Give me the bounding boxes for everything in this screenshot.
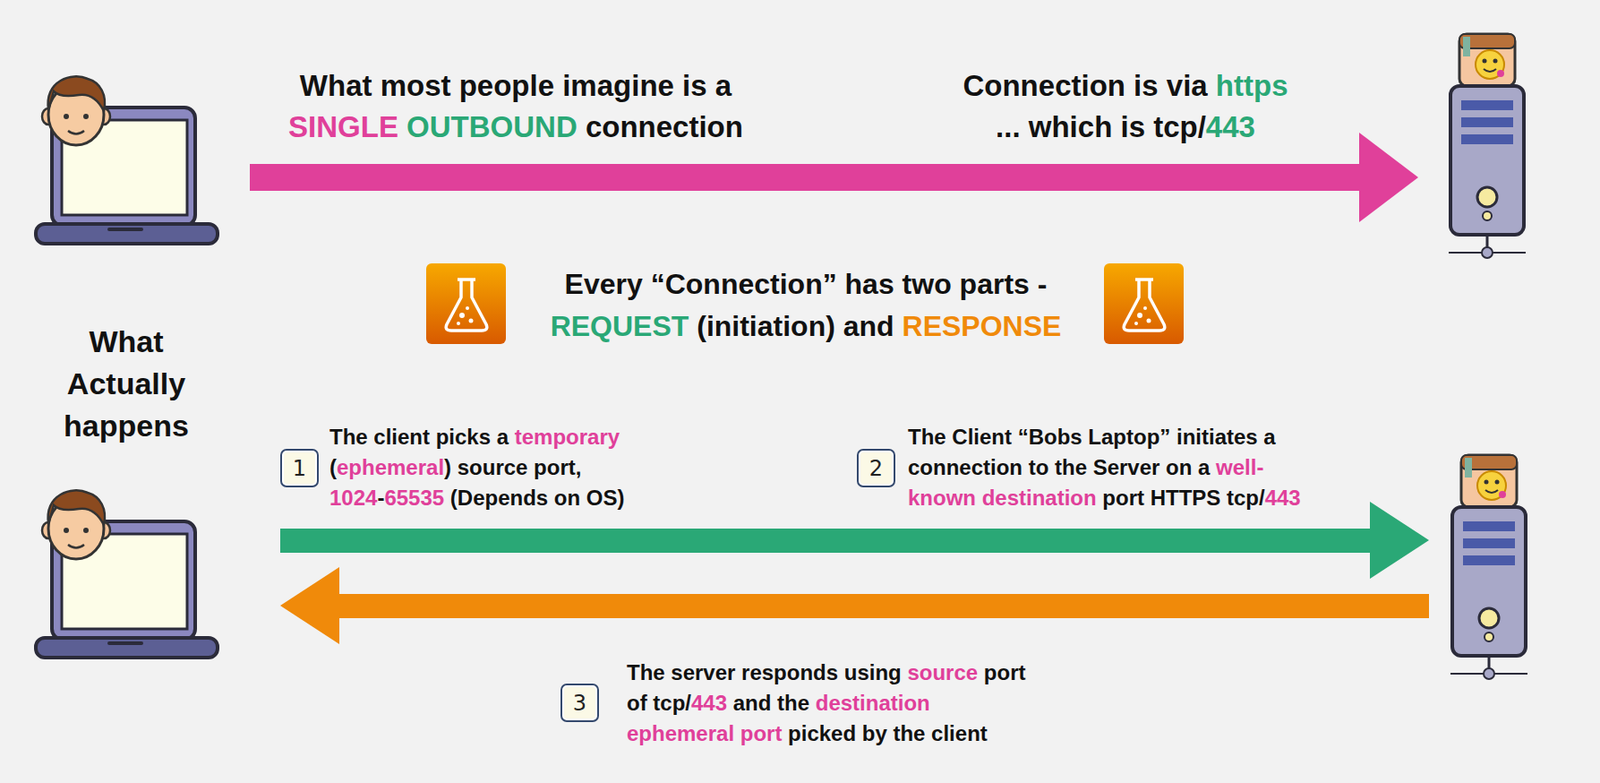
label-text: 443 [1265, 485, 1301, 510]
text-line: The Client “Bobs Laptop” initiates a [907, 422, 1276, 452]
response-arrow-part [280, 566, 340, 644]
label-text: ( [329, 454, 337, 480]
laptop-bottom-part [35, 489, 218, 658]
label-text: port HTTPS tcp/ [1102, 485, 1265, 510]
label-text: RESPONSE [902, 309, 1062, 343]
callout-box: 3 [560, 683, 599, 722]
label-text: Every “Connection” has two parts - [564, 267, 1048, 300]
label-text: 65535 [384, 485, 445, 510]
text-line: Every “Connection” has two parts - [564, 265, 1048, 304]
text-line: ... which is tcp/443 [995, 106, 1256, 147]
label-text: source [906, 659, 978, 685]
request-arrow [280, 501, 1429, 579]
text-line: connection to the Server on a well- [907, 453, 1264, 482]
label-text: Connection is via [962, 68, 1207, 103]
text-line: SINGLE OUTBOUND connection [288, 106, 744, 147]
label-text: SINGLE [288, 110, 399, 144]
label-text: https [1215, 68, 1289, 103]
text-line: The client picks a temporary [329, 422, 620, 452]
label-text: The Client “Bobs Laptop” initiates a [907, 424, 1276, 449]
callout-number: 1 [292, 455, 307, 481]
label-text: The server responds using [626, 659, 902, 685]
callout-box: 2 [856, 448, 896, 488]
pink-arrow-part [1359, 132, 1419, 223]
request-arrow-part [1369, 501, 1429, 579]
server-bottom [1450, 454, 1528, 679]
text-line: Connection is via https [962, 65, 1288, 106]
label-text: ) source port, [444, 454, 582, 480]
label-text: (initiation) and [696, 309, 894, 343]
label-text: REQUEST [550, 309, 690, 343]
label-text: connection [585, 110, 744, 144]
label-text: OUTBOUND [406, 110, 578, 144]
server-top [1448, 34, 1526, 258]
label-text: picked by the client [787, 720, 988, 745]
response-arrow [280, 566, 1429, 644]
label-text: port [983, 659, 1027, 685]
response-arrow-part [336, 593, 1429, 618]
text-line: 1024-65535 (Depends on OS) [329, 483, 625, 513]
label-text: - [376, 485, 385, 510]
text-line: of tcp/443 and the destination [626, 688, 931, 718]
laptop-bottom [35, 489, 218, 658]
label-text: and the [733, 690, 810, 715]
text-line: known destination port HTTPS tcp/443 [907, 483, 1301, 513]
flask-icon-part [1103, 263, 1184, 344]
flask-icon [426, 263, 506, 344]
laptop-top-part [35, 76, 218, 244]
flask-icon-part [426, 263, 506, 344]
pink-arrow-part [249, 163, 1362, 191]
label-text: known destination [907, 485, 1097, 510]
label-text: What Actually happens [63, 324, 189, 443]
laptop-top [35, 76, 218, 244]
flask-icon [1103, 263, 1184, 344]
label-text: temporary [514, 424, 620, 449]
label-text: ephemeral port [626, 720, 782, 745]
section-heading: What Actually happens [41, 320, 212, 447]
label-text: The client picks a [329, 424, 509, 449]
label-text: 443 [1206, 110, 1256, 144]
callout-number: 2 [869, 455, 883, 481]
callout-number: 3 [573, 690, 587, 716]
text-line: What most people imagine is a [299, 65, 732, 106]
label-text: 443 [691, 690, 728, 715]
text-line: The server responds using source port [626, 658, 1026, 687]
callout-box: 1 [280, 448, 319, 488]
request-arrow-part [280, 528, 1373, 553]
label-text: of tcp/ [626, 690, 692, 715]
label-text: ... which is tcp/ [995, 110, 1207, 144]
server-bottom-part [1450, 454, 1528, 679]
label-text: (Depends on OS) [450, 485, 625, 510]
text-line: REQUEST (initiation) and RESPONSE [550, 307, 1062, 346]
label-text: well- [1215, 454, 1264, 480]
label-text: 1024 [329, 485, 377, 510]
label-text: connection to the Server on a [907, 454, 1210, 480]
label-text: destination [815, 690, 931, 715]
text-line: (ephemeral) source port, [329, 453, 582, 482]
server-top-part [1448, 34, 1526, 258]
label-text: What most people imagine is a [299, 68, 732, 103]
text-line: ephemeral port picked by the client [626, 718, 988, 748]
label-text: ephemeral [336, 454, 445, 480]
pink-arrow [249, 132, 1419, 223]
